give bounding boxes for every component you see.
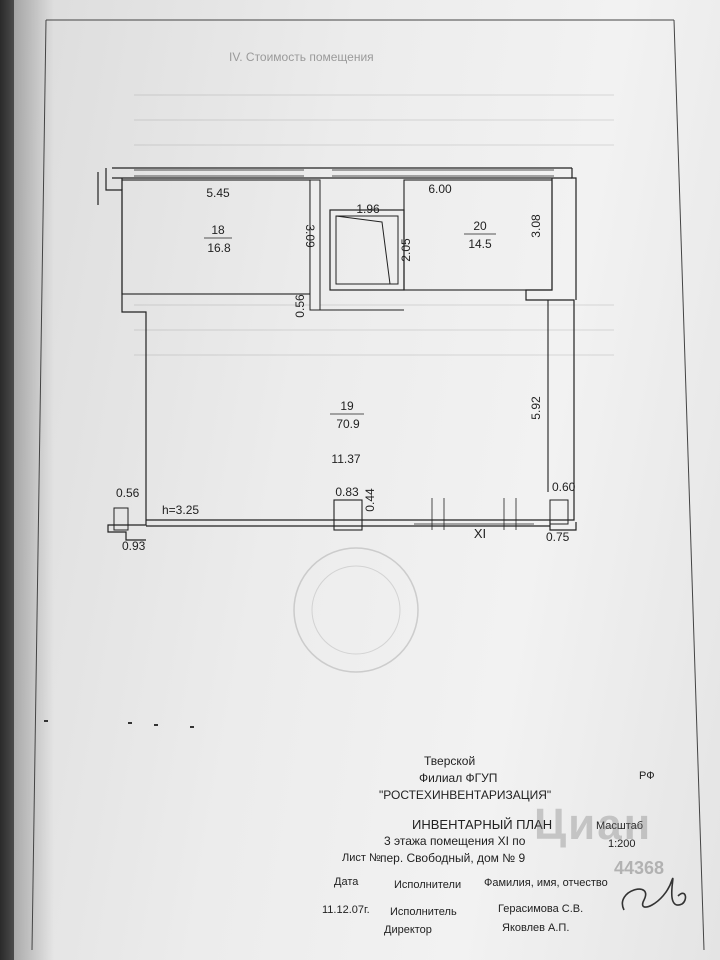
- name-label: Фамилия, имя, отчество: [484, 877, 608, 889]
- director-name: Яковлев А.П.: [502, 922, 570, 934]
- dim-right-wall: 5.92: [529, 396, 543, 420]
- doc-line-3: пер. Свободный, дом № 9: [380, 851, 526, 865]
- org-line-1: Тверской: [424, 754, 476, 768]
- dim-left-pier: 0.56: [116, 486, 140, 500]
- dim-right-pier: 0.60: [552, 480, 576, 494]
- signature: [621, 877, 687, 911]
- dim-room18-depth: 3.09: [303, 224, 317, 248]
- watermark-brand: Циан: [534, 800, 653, 849]
- date-value: 11.12.07г.: [322, 904, 370, 916]
- dim-top-left-width: 5.45: [206, 186, 230, 200]
- room-19-number: 19: [340, 399, 354, 413]
- pillar-left: [309, 179, 321, 311]
- entrance-ticks: [414, 498, 534, 530]
- dim-stair-width: 1.96: [356, 202, 380, 216]
- watermark-listing-id: 44368: [614, 858, 665, 878]
- column-bottom: [333, 499, 363, 531]
- stray-marks: [44, 720, 194, 728]
- outer-walls: [97, 167, 577, 541]
- scale-label: Масштаб: [596, 820, 644, 832]
- stair-inner: [335, 215, 399, 285]
- org-line-2: Филиал ФГУП: [419, 771, 498, 785]
- dim-column-depth: 0.44: [363, 488, 377, 512]
- dim-hall-width: 11.37: [331, 452, 360, 466]
- dim-room20-depth: 3.08: [529, 214, 543, 238]
- director-role: Директор: [384, 924, 432, 936]
- ceiling-height: h=3.25: [162, 503, 199, 517]
- section-title: IV. Стоимость помещения: [229, 50, 374, 64]
- stair-flight: [335, 215, 391, 285]
- dim-stair-depth: 2.05: [399, 238, 413, 262]
- dim-top-right-width: 6.00: [428, 182, 452, 196]
- dim-bottom-left: 0.93: [122, 539, 146, 553]
- dim-column-width: 0.83: [335, 485, 359, 499]
- country: РФ: [639, 770, 655, 782]
- performers-label: Исполнители: [394, 879, 462, 891]
- room-20-area: 14.5: [468, 237, 492, 251]
- sheet-label: Лист №: [342, 852, 381, 864]
- dim-bottom-right: 0.75: [546, 530, 570, 544]
- performer-role: Исполнитель: [390, 906, 457, 918]
- stair-block: [329, 209, 405, 291]
- doc-title: ИНВЕНТАРНЫЙ ПЛАН: [412, 817, 553, 832]
- page-frame: [31, 19, 705, 951]
- room-18-area: 16.8: [207, 241, 231, 255]
- floor-plan: 18 16.8 20 14.5 19 70.9 5.45 6.00 1.96 3…: [31, 19, 705, 951]
- org-line-3: "РОСТЕХИНВЕНТАРИЗАЦИЯ": [379, 788, 552, 802]
- room-20-outline: [403, 179, 553, 291]
- document-sheet: IV. Стоимость помещения: [14, 0, 720, 960]
- room-20-number: 20: [473, 219, 487, 233]
- performer-name: Герасимова С.В.: [498, 903, 584, 915]
- premise-label: XI: [474, 526, 486, 541]
- room-18-number: 18: [211, 223, 225, 237]
- doc-line-2: 3 этажа помещения XI по: [384, 834, 526, 848]
- date-label: Дата: [334, 876, 359, 888]
- reverse-side-lines: [134, 94, 614, 356]
- reverse-seal-outline: [293, 547, 419, 673]
- dim-wall-step: 0.56: [293, 294, 307, 318]
- scale-value: 1:200: [608, 838, 636, 850]
- windows: [134, 169, 554, 177]
- room-19-area: 70.9: [336, 417, 360, 431]
